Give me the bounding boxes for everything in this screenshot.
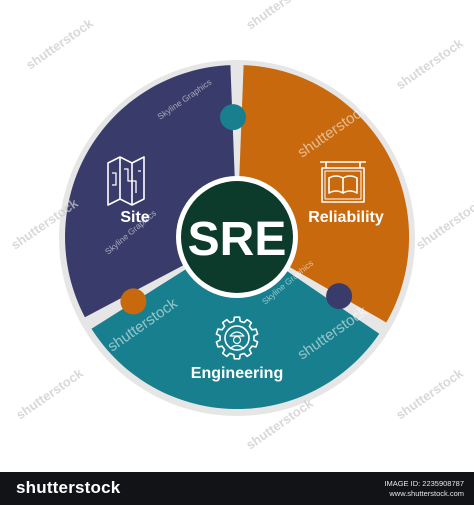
segment-reliability — [91, 269, 380, 410]
sre-puzzle-diagram: shutterstock shutterstock shutterstock shut… — [8, 0, 474, 452]
center-label: SRE — [188, 213, 287, 266]
stock-watermark-bg: shutterstock — [243, 0, 316, 32]
puzzle-knob — [326, 283, 353, 310]
stock-watermark-bg: shutterstock — [13, 365, 86, 422]
segment-label-reliability: Reliability — [308, 209, 384, 226]
footer-image-id: IMAGE ID: 2235908787 — [384, 479, 464, 488]
footer-site: www.shutterstock.com — [389, 489, 464, 498]
book-sign-icon — [320, 161, 366, 203]
puzzle-knob — [120, 288, 147, 315]
map-icon — [107, 156, 145, 206]
segment-label-engineering: Engineering — [191, 365, 283, 382]
stock-watermark-bg: shutterstock — [23, 15, 96, 72]
footer-logo: shutterstock — [16, 478, 121, 497]
gear-engineer-icon — [215, 316, 259, 360]
footer-image-info: IMAGE ID: 2235908787 www.shutterstock.co… — [384, 479, 464, 499]
segment-site — [239, 65, 410, 323]
stock-watermark-bg: shutterstock — [413, 195, 474, 252]
stock-watermark-bg: shutterstock — [393, 365, 466, 422]
center-disc — [181, 181, 293, 293]
segment-label-site: Site — [120, 209, 149, 226]
puzzle-knob — [220, 104, 246, 131]
segment-engineering — [65, 65, 235, 318]
footer-bar: shutterstock IMAGE ID: 2235908787 www.sh… — [0, 472, 474, 505]
stock-watermark-bg: shutterstock — [393, 35, 466, 92]
